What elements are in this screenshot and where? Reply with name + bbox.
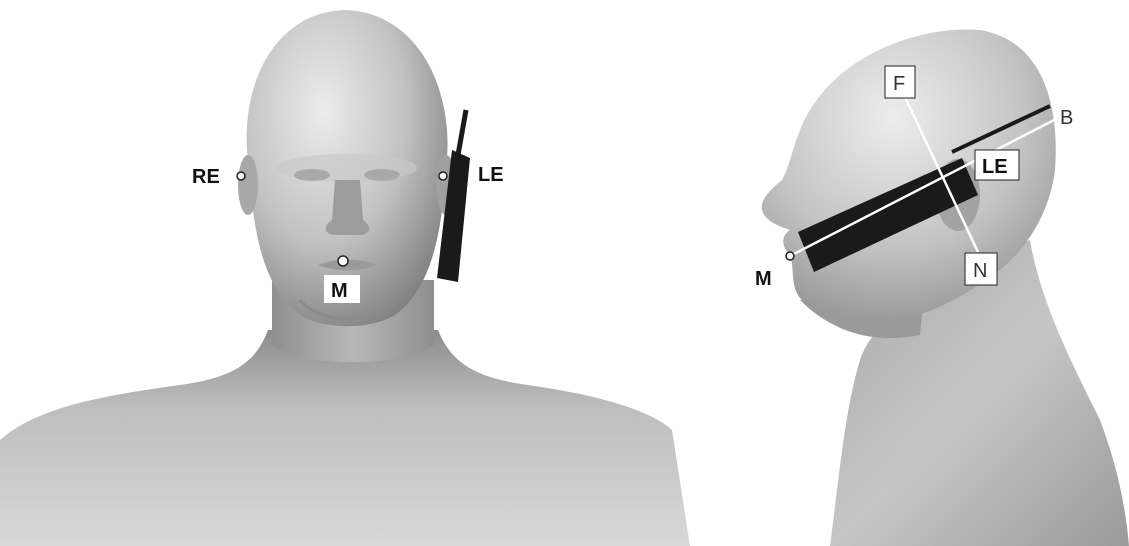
side-view: F B LE N M: [755, 29, 1129, 546]
front-right-ear-marker: [237, 172, 245, 180]
front-mouth-marker: [338, 256, 348, 266]
side-label-b: B: [1060, 107, 1073, 129]
front-label-le: LE: [478, 164, 504, 186]
front-view: RE LE M: [0, 10, 690, 546]
side-label-m: M: [755, 268, 772, 290]
front-label-re: RE: [192, 166, 220, 188]
side-label-n: N: [973, 260, 987, 282]
front-eye-left: [364, 169, 400, 181]
side-mouth-marker: [786, 252, 794, 260]
side-label-f: F: [893, 73, 905, 95]
front-left-ear-marker: [439, 172, 447, 180]
front-device-antenna: [458, 110, 466, 155]
front-right-ear: [238, 155, 258, 215]
front-label-m: M: [331, 280, 348, 302]
front-eye-right: [294, 169, 330, 181]
front-torso: [0, 330, 690, 546]
side-label-le: LE: [982, 156, 1008, 178]
